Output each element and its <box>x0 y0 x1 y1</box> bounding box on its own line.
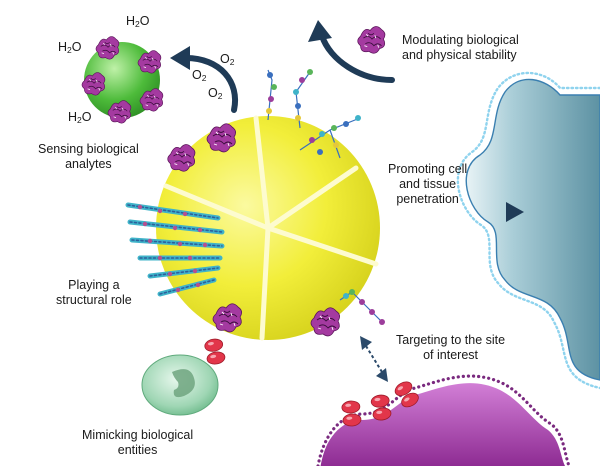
label-promoting: Promoting cell and tissue penetration <box>388 162 468 206</box>
targeting-arrowhead-down <box>376 368 388 382</box>
label-targeting: Targeting to the site of interest <box>396 333 506 362</box>
targeting-arrowhead-up <box>360 336 372 350</box>
mimic-receptor <box>203 337 227 366</box>
oxygen-label: O2 <box>220 52 235 67</box>
oxygen-label: O2 <box>208 86 223 101</box>
oxygen-label: O2 <box>192 68 207 83</box>
stability-arrow <box>319 33 395 83</box>
water-label: H2O <box>58 40 82 55</box>
targeting-ligand-chain <box>339 289 385 325</box>
sensing-arrow <box>183 55 239 113</box>
targeting-arrow <box>365 345 383 373</box>
label-modulating: Modulating biological and physical stabi… <box>402 33 519 62</box>
structural-fibers <box>125 202 225 297</box>
label-sensing: Sensing biological analytes <box>38 142 139 171</box>
polymer-chains <box>266 69 361 159</box>
stability-arrowhead <box>308 20 332 42</box>
protein-stability <box>357 26 386 54</box>
water-label: H2O <box>68 110 92 125</box>
water-label: H2O <box>126 14 150 29</box>
sensing-arrowhead <box>170 46 190 70</box>
label-mimicking: Mimicking biological entities <box>82 428 194 457</box>
label-structural: Playing a structural role <box>56 278 132 307</box>
penetration-arrow <box>380 202 524 222</box>
mimic-cell <box>141 354 219 416</box>
nanoparticle <box>156 115 380 341</box>
tissue-cell <box>456 71 600 390</box>
